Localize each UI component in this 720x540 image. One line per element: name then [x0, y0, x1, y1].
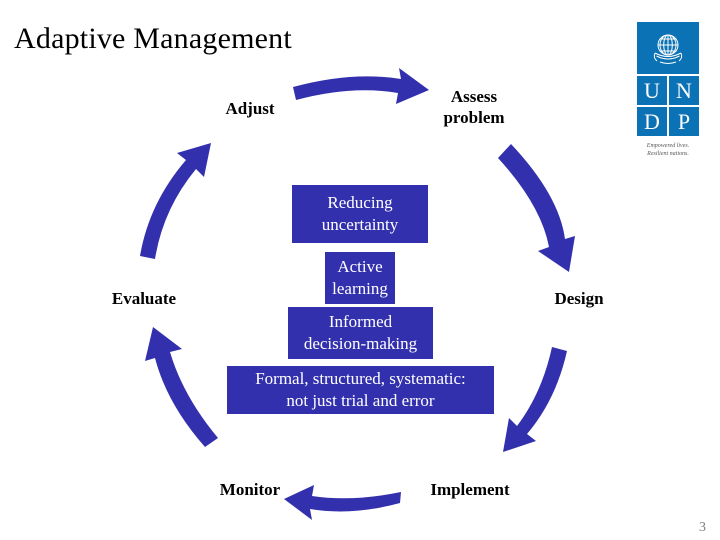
center-box-formal-structured-systematic: Formal, structured, systematic: not just…	[227, 366, 494, 414]
page-title: Adaptive Management	[14, 22, 292, 55]
undp-letter-d: D	[637, 107, 667, 136]
undp-logo-mark: U N D P	[637, 22, 699, 136]
center-box-reducing-uncertainty: Reducing uncertainty	[292, 185, 428, 243]
undp-letter-grid: U N D P	[637, 76, 699, 136]
arrow-upper-left-icon	[140, 143, 211, 259]
arrow-lower-left-icon	[145, 327, 218, 447]
arrow-top-icon	[293, 68, 429, 104]
undp-tagline: Empowered lives. Resilient nations.	[631, 142, 705, 158]
un-emblem-icon	[637, 22, 699, 74]
undp-letter-u: U	[637, 76, 667, 105]
undp-letter-p: P	[669, 107, 699, 136]
cycle-label-monitor: Monitor	[219, 480, 281, 499]
cycle-label-evaluate: Evaluate	[111, 289, 177, 308]
undp-letter-n: N	[669, 76, 699, 105]
page-number: 3	[699, 520, 706, 535]
cycle-label-assess-problem: Assess problem	[443, 87, 505, 127]
center-box-informed-decision-making: Informed decision-making	[288, 307, 433, 359]
undp-tagline-line1: Empowered lives.	[646, 143, 690, 149]
center-box-active-learning: Active learning	[325, 252, 395, 304]
undp-logo: U N D P Empowered lives. Resilient natio…	[631, 22, 705, 157]
cycle-label-design: Design	[554, 289, 604, 308]
cycle-label-implement: Implement	[430, 480, 510, 499]
arrow-lower-right-icon	[503, 347, 567, 452]
cycle-label-adjust: Adjust	[225, 99, 275, 118]
undp-tagline-line2: Resilient nations.	[647, 151, 689, 157]
arrow-upper-right-icon	[498, 144, 575, 272]
